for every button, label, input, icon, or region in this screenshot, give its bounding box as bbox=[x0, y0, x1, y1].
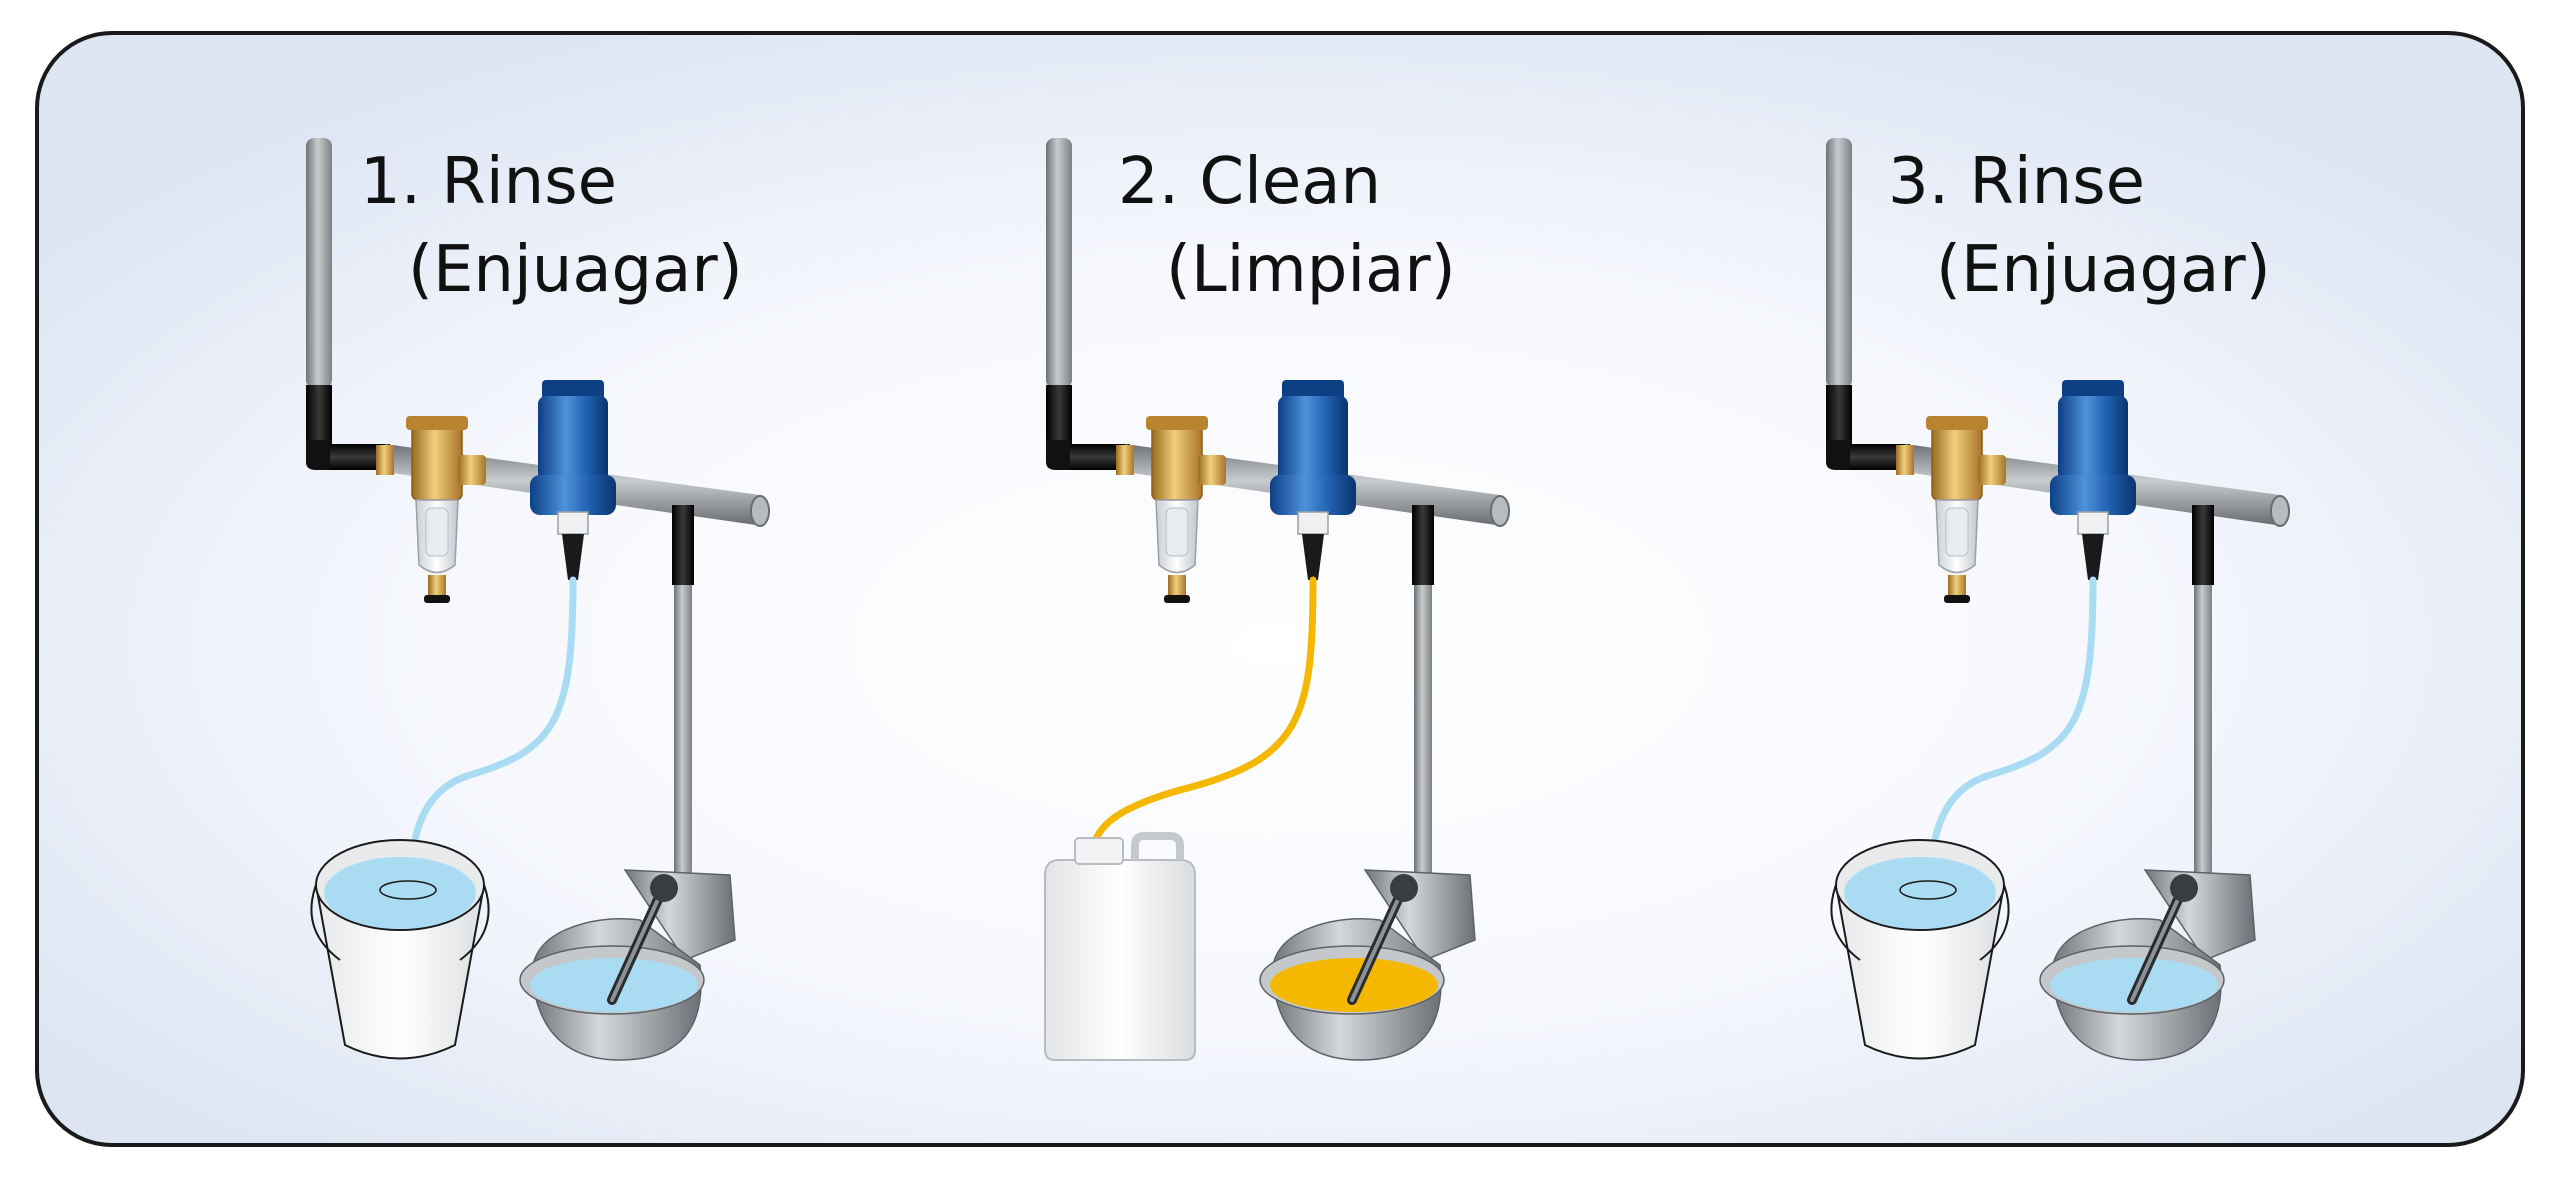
suction-nozzle bbox=[1302, 534, 1324, 580]
pipe-end-cap bbox=[1490, 495, 1510, 527]
bucket-handle bbox=[1830, 884, 2010, 961]
suction-hose bbox=[1928, 576, 2097, 889]
suction-nozzle bbox=[2082, 534, 2104, 580]
station-3 bbox=[1826, 138, 2290, 1061]
filter-cap bbox=[1926, 416, 1988, 430]
filter-outlet bbox=[1978, 455, 2006, 485]
bucket-water bbox=[324, 857, 476, 929]
drop-pipe-tee bbox=[672, 505, 694, 585]
water-ripple bbox=[1899, 880, 1957, 900]
filter-drain bbox=[428, 575, 446, 595]
jug-cap bbox=[1074, 837, 1124, 865]
drop-pipe-tee bbox=[2192, 505, 2214, 585]
step-1-label: 1. Rinse bbox=[360, 145, 617, 219]
medicator-body bbox=[2058, 396, 2128, 488]
drinker-valve-highlight bbox=[2130, 893, 2182, 1002]
medicator-injector bbox=[2077, 511, 2109, 535]
filter-cap bbox=[1146, 416, 1208, 430]
jug-handle bbox=[1131, 832, 1184, 860]
filter-inlet bbox=[376, 445, 394, 475]
water-bucket bbox=[314, 884, 486, 1060]
medicator-injector bbox=[557, 511, 589, 535]
filter-head bbox=[1151, 419, 1203, 501]
filter-head bbox=[1931, 419, 1983, 501]
filter-outlet bbox=[1198, 455, 1226, 485]
cleaner-jug bbox=[1044, 859, 1196, 1061]
drinker-valve-highlight bbox=[610, 893, 662, 1002]
step-1-title: 1. Rinse (Enjuagar) bbox=[360, 138, 743, 314]
step-2-title: 2. Clean (Limpiar) bbox=[1118, 138, 1456, 314]
medicator-body bbox=[538, 396, 608, 488]
pipe-end-cap bbox=[2270, 495, 2290, 527]
filter-inlet bbox=[1116, 445, 1134, 475]
filter-element bbox=[1945, 507, 1969, 557]
drinker-valve-pivot bbox=[650, 874, 678, 902]
step-3-label: 3. Rinse bbox=[1888, 145, 2145, 219]
filter-drain bbox=[1948, 575, 1966, 595]
medicator-base bbox=[1270, 475, 1356, 515]
station-1 bbox=[306, 138, 770, 1061]
filter-outlet bbox=[458, 455, 486, 485]
medicator-cap bbox=[1282, 380, 1344, 400]
station-2 bbox=[1044, 138, 1510, 1061]
step-2-label: 2. Clean bbox=[1118, 145, 1382, 219]
suction-hose bbox=[1088, 576, 1317, 864]
drain-valve bbox=[1944, 595, 1970, 603]
drop-pipe bbox=[674, 585, 692, 875]
filter-element bbox=[1165, 507, 1189, 557]
drop-pipe bbox=[2194, 585, 2212, 875]
bucket-water bbox=[1844, 857, 1996, 929]
step-1-sublabel: (Enjuagar) bbox=[408, 233, 743, 307]
filter-inlet bbox=[1896, 445, 1914, 475]
suction-nozzle bbox=[562, 534, 584, 580]
medicator-base bbox=[2050, 475, 2136, 515]
filter-cap bbox=[406, 416, 468, 430]
drinker-valve-highlight bbox=[1350, 893, 1402, 1002]
filter-element bbox=[425, 507, 449, 557]
supply-pipe bbox=[306, 138, 332, 388]
water-bucket bbox=[1834, 884, 2006, 1060]
medicator-base bbox=[530, 475, 616, 515]
drop-pipe-tee bbox=[1412, 505, 1434, 585]
medicator-cap bbox=[2062, 380, 2124, 400]
drinker-valve-pivot bbox=[2170, 874, 2198, 902]
filter-head bbox=[411, 419, 463, 501]
medicator-body bbox=[1278, 396, 1348, 488]
medicator-injector bbox=[1297, 511, 1329, 535]
drinker-valve-pivot bbox=[1390, 874, 1418, 902]
medicator-cap bbox=[542, 380, 604, 400]
water-ripple bbox=[379, 880, 437, 900]
step-3-sublabel: (Enjuagar) bbox=[1936, 233, 2271, 307]
supply-pipe bbox=[1826, 138, 1852, 388]
suction-hose bbox=[408, 576, 577, 889]
drain-valve bbox=[424, 595, 450, 603]
filter-drain bbox=[1168, 575, 1186, 595]
drain-valve bbox=[1164, 595, 1190, 603]
step-3-title: 3. Rinse (Enjuagar) bbox=[1888, 138, 2271, 314]
bucket-handle bbox=[310, 884, 490, 961]
pipe-end-cap bbox=[750, 495, 770, 527]
supply-pipe bbox=[1046, 138, 1072, 388]
drop-pipe bbox=[1414, 585, 1432, 875]
step-2-sublabel: (Limpiar) bbox=[1166, 233, 1456, 307]
